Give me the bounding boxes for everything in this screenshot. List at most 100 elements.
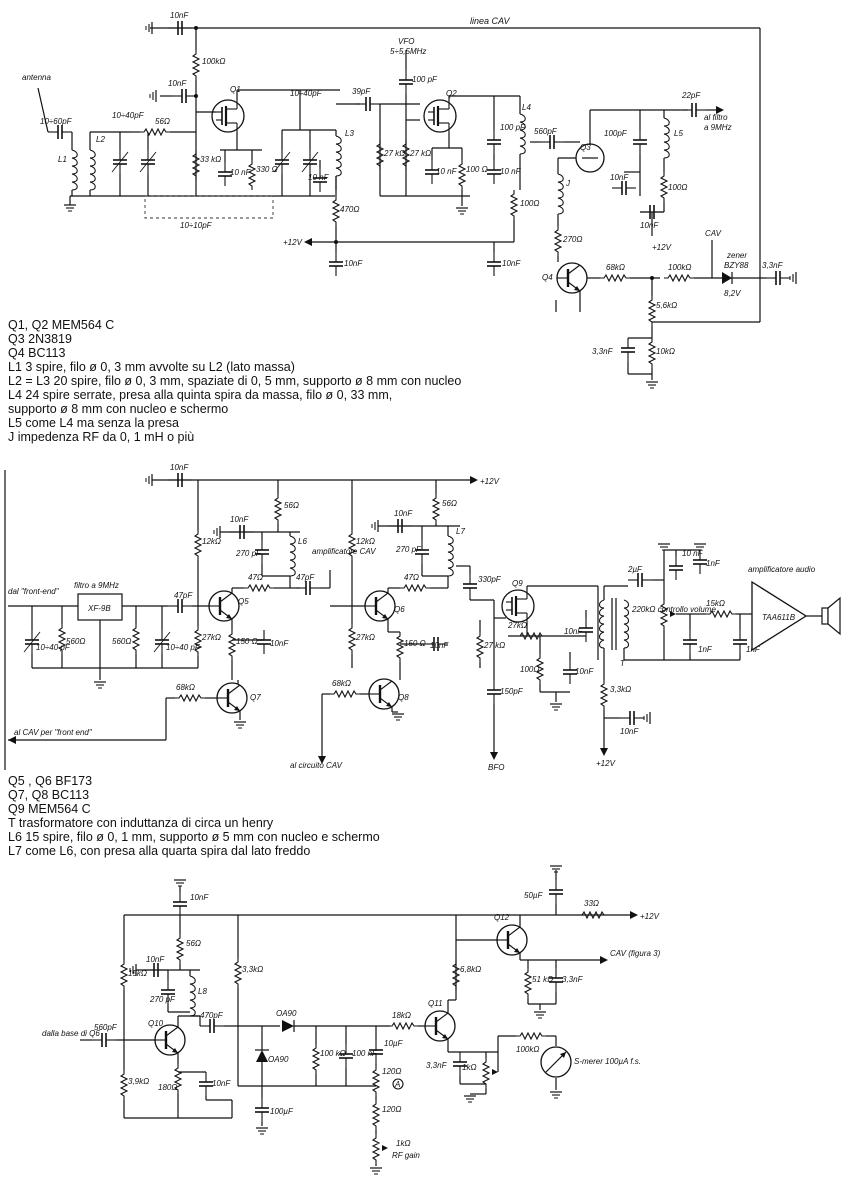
note-line: L6 15 spire, filo ø 0, 1 mm, supporto ø …	[8, 830, 380, 844]
label-a-9mhz: a 9MHz	[704, 123, 732, 132]
label-a: A	[394, 1080, 400, 1089]
label-r-27k-a: 27kΩ	[201, 633, 221, 642]
label-plus12-s2b: +12V	[596, 759, 616, 768]
label-zener-type: BZY88	[724, 261, 749, 270]
label-c-100pf-vfo: 100 pF	[412, 75, 438, 84]
label-c3-270pf: 270 pF	[149, 995, 176, 1004]
note-line: Q5 , Q6 BF173	[8, 774, 93, 788]
label-vfo-freq: 5÷5,5MHz	[390, 47, 426, 56]
label-c-2uf: 2µF	[627, 565, 643, 574]
label-c-10uf: 10µF	[384, 1039, 404, 1048]
label-q3: Q3	[580, 143, 591, 152]
label-q11: Q11	[428, 999, 443, 1008]
label-c-39pf: 39pF	[352, 87, 371, 96]
label-amp-audio: amplificatore audio	[748, 565, 816, 574]
label-r-470: 470Ω	[340, 205, 359, 214]
note-line: L4 24 spire serrate, presa alla quinta s…	[8, 388, 393, 402]
label-c-100nf: 100 nF	[352, 1049, 378, 1058]
label-r-100-q3: 100Ω	[668, 183, 687, 192]
label-r-68k-a: 68kΩ	[176, 683, 195, 692]
label-l2: L2	[96, 135, 105, 144]
label-c-10nf-b: 10nF	[168, 79, 187, 88]
label-al-filtro: al filtro	[704, 113, 728, 122]
label-r-12k-b: 12kΩ	[356, 537, 375, 546]
label-c3-560pf: 560pF	[94, 1023, 118, 1032]
label-c-100pf-l5: 100pF	[604, 129, 628, 138]
label-r-5-6k: 5,6kΩ	[656, 301, 677, 310]
label-q6: Q6	[394, 605, 405, 614]
label-q8: Q8	[398, 693, 409, 702]
label-c2-10nf-f: 10nF	[575, 667, 594, 676]
label-r-6-8k: 6,8kΩ	[460, 965, 481, 974]
label-r-15k: 15kΩ	[706, 599, 725, 608]
label-c-270pf-a: 270 pF	[235, 549, 262, 558]
label-r-1k-rf: 1kΩ	[396, 1139, 411, 1148]
note-line: Q4 BC113	[8, 346, 66, 360]
label-r-27k-b: 27 kΩ	[409, 149, 431, 158]
label-c2-10nf-b: 10nF	[270, 639, 289, 648]
label-s-meter: S-merer 100µA f.s.	[574, 1057, 641, 1066]
label-r-47-a: 47Ω	[248, 573, 263, 582]
label-r-270: 270Ω	[562, 235, 582, 244]
label-r-56-b: 56Ω	[442, 499, 457, 508]
label-trimmer-link: 10÷10pF	[180, 221, 213, 230]
note-line: L1 3 spire, filo ø 0, 3 mm avvolte su L2…	[8, 360, 295, 374]
label-r-27k-d: 27kΩ	[507, 621, 527, 630]
label-c-10nf-e: 10nF	[344, 259, 363, 268]
label-c3-3-3nf-b: 3,3nF	[562, 975, 584, 984]
label-plus12-s2: +12V	[480, 477, 500, 486]
label-c-10nf-d: 10 nF	[308, 173, 330, 182]
label-r-68k-b: 68kΩ	[332, 679, 351, 688]
label-c3-10nf-top: 10nF	[190, 893, 209, 902]
label-c-10-40-b: 10÷40pF	[290, 89, 323, 98]
label-c3-10nf-a: 10nF	[146, 955, 165, 964]
transformer-secondary	[623, 599, 630, 649]
label-r-180: 180Ω	[158, 1083, 177, 1092]
label-q1: Q1	[230, 85, 241, 94]
label-r-33: 33Ω	[584, 899, 599, 908]
label-t: T	[620, 659, 626, 668]
label-r-56: 56Ω	[155, 117, 170, 126]
label-c2-10nf-g: 10nF	[620, 727, 639, 736]
label-c2-10nf-top: 10nF	[170, 463, 189, 472]
speaker-icon	[821, 607, 829, 625]
note-line: Q9 MEM564 C	[8, 802, 91, 816]
label-l1: L1	[58, 155, 67, 164]
label-r-100k: 100kΩ	[202, 57, 225, 66]
label-l8: L8	[198, 987, 207, 996]
schematic-front-end: 10nF linea CAV 100kΩ 10nF Q1 33 kΩ 10 nF…	[22, 11, 797, 389]
label-q2: Q2	[446, 89, 457, 98]
xf9b-filter	[77, 593, 123, 621]
label-zener-title: zener	[726, 251, 747, 260]
note-line: Q3 2N3819	[8, 332, 72, 346]
label-c-100pf-l4: 100 pF	[500, 123, 526, 132]
label-r3-3-3k: 3,3kΩ	[242, 965, 263, 974]
label-c-270pf-b: 270 pF	[395, 545, 422, 554]
label-r-51k: 51 kΩ	[532, 975, 553, 984]
label-cav-fig: CAV (figura 3)	[610, 949, 661, 958]
label-c-22pf: 22pF	[681, 91, 701, 100]
label-c-10-40-a: 10÷40pF	[112, 111, 145, 120]
label-r3-100k-m: 100kΩ	[516, 1045, 539, 1054]
label-c-1nf-b: 1nF	[698, 645, 713, 654]
label-plus12-b: +12V	[652, 243, 672, 252]
label-r-12k-a: 12kΩ	[202, 537, 221, 546]
label-cav-1: CAV	[705, 229, 722, 238]
label-c3-10nf-b: 10nF	[212, 1079, 231, 1088]
label-q9: Q9	[512, 579, 523, 588]
label-controllo-volume: 220kΩ controllo volume	[631, 605, 716, 614]
label-c-10nf-f: 10 nF	[436, 167, 458, 176]
label-c-47pf-b: 47pF	[296, 573, 315, 582]
label-l6: L6	[298, 537, 307, 546]
label-c-150pf: 150pF	[500, 687, 524, 696]
label-r3-100k: 100 kΩ	[320, 1049, 346, 1058]
label-c-50uf: 50µF	[524, 891, 544, 900]
label-c2-10nf-e: 10nF	[564, 627, 583, 636]
label-r-100k-cav: 100kΩ	[668, 263, 691, 272]
label-r-560-a: 560Ω	[66, 637, 85, 646]
label-c2-10-40-a: 10÷40 pF	[36, 643, 71, 652]
label-al-cav-front: al CAV per "front end"	[14, 728, 93, 737]
note-line: L2 = L3 20 spire, filo ø 0, 3 mm, spazia…	[8, 374, 462, 388]
label-c2-10nf-c: 10nF	[394, 509, 413, 518]
